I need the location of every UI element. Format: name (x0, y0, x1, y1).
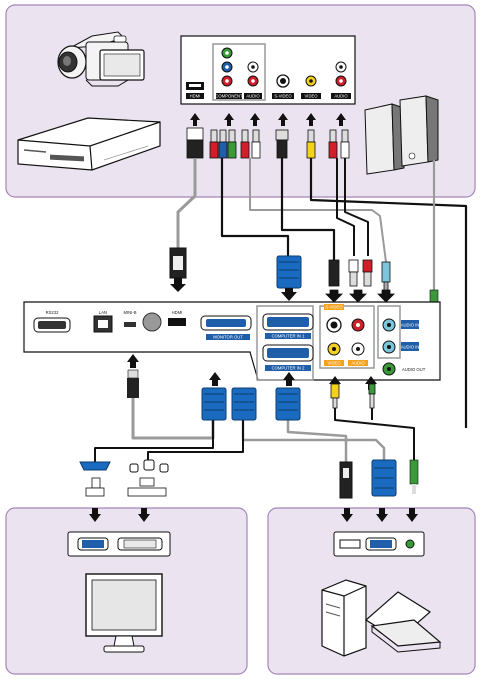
label-s-video: S-VIDEO (325, 305, 343, 310)
label-lan: LAN (99, 310, 107, 315)
av-plugs-bottom (330, 383, 376, 409)
label-rs232: RS232 (46, 310, 59, 315)
source-label-audio-2: AUDIO (334, 94, 348, 99)
label-monitor-out: MONITOR OUT (213, 335, 243, 340)
vga-plug-top (276, 255, 302, 301)
laptop-icon (364, 591, 442, 653)
camcorder-icon (57, 31, 145, 87)
label-computer-in-2: COMPUTER IN 2 (272, 366, 305, 371)
label-video: VIDEO (327, 361, 341, 366)
label-audio: AUDIO (351, 361, 365, 366)
source-up-arrows (190, 113, 346, 126)
hdmi-plug (169, 247, 187, 292)
monitor-cable-connectors (79, 459, 169, 497)
down-arrows (89, 508, 418, 522)
label-hdmi: HDMI (172, 310, 183, 315)
av-plugs-top (325, 259, 395, 303)
vga-plugs-bottom (201, 387, 301, 421)
label-mini-b: MINI-B (123, 310, 136, 315)
source-label-s-video: S-VIDEO (274, 94, 292, 99)
source-label-audio-1: AUDIO (246, 94, 260, 99)
monitor-port-plate (67, 531, 171, 557)
computer-cable-connectors (339, 459, 419, 499)
label-audio-in-1: AUDIO IN (401, 323, 420, 328)
monitor-icon (85, 573, 163, 653)
label-computer-in-1: COMPUTER IN 1 (272, 334, 305, 339)
speakers-icon (364, 95, 439, 175)
computer-port-plate (333, 531, 425, 557)
source-connector-panel: HDMI COMPONENT AUDIO S-VIDEO VIDEO AUDIO (180, 35, 356, 105)
dvd-player-icon (17, 117, 161, 171)
source-label-component: COMPONENT (215, 94, 243, 99)
projector-connector-panel: RS232 LAN MINI-B HDMI MONITOR OUT COMPUT… (23, 301, 441, 381)
cables (94, 158, 468, 470)
label-audio-in-2: AUDIO IN (401, 345, 420, 350)
source-label-hdmi: HDMI (190, 94, 201, 99)
computer-icon (321, 579, 367, 657)
source-cable-plugs (186, 127, 350, 159)
source-label-video: VIDEO (304, 94, 318, 99)
label-audio-out: AUDIO OUT (402, 367, 426, 372)
usb-plug-left (127, 369, 139, 398)
